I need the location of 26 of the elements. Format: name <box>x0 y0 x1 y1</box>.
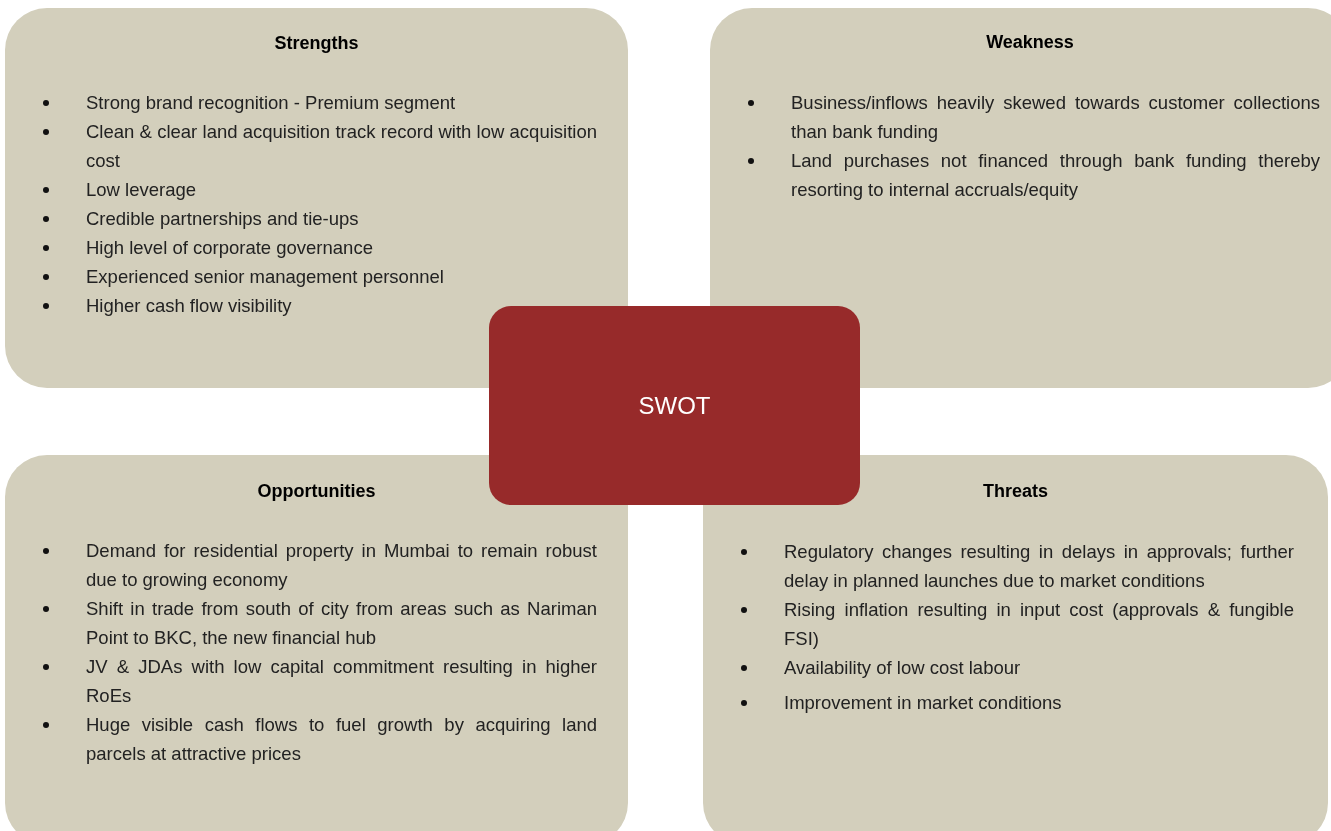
bullet-item: Credible partnerships and tie-ups <box>5 204 597 233</box>
bullet-item: Huge visible cash flows to fuel growth by acquiring land parcels at attractive prices <box>5 710 597 768</box>
quadrant-heading: Weakness <box>986 32 1074 53</box>
quadrant-card <box>5 8 628 388</box>
bullet-item: Shift in trade from south of city from areas such as Nariman Point to BKC, the new financial hub <box>5 594 597 652</box>
bullet-item: Improvement in market conditions <box>703 688 1294 717</box>
bullet-item: Availability of low cost labour <box>703 653 1294 682</box>
bullet-item: Business/inflows heavily skewed towards customer collections than bank funding <box>710 88 1320 146</box>
quadrant-card <box>703 455 1328 831</box>
quadrant-heading: Strengths <box>274 33 359 54</box>
bullet-item: Land purchases not financed through bank funding thereby resorting to internal accruals/equity <box>710 146 1320 204</box>
bullet-item: High level of corporate governance <box>5 233 597 262</box>
bullet-item: Regulatory changes resulting in delays in approvals; further delay in planned launches due to market conditions <box>703 537 1294 595</box>
quadrant-card <box>710 8 1331 388</box>
bullet-item: Demand for residential property in Mumbai to remain robust due to growing economy <box>5 536 597 594</box>
bullet-item: Low leverage <box>5 175 597 204</box>
center-box <box>489 306 860 505</box>
center-label: SWOT <box>638 391 711 420</box>
quadrant-card <box>5 455 628 831</box>
bullet-item: Rising inflation resulting in input cost (approvals & fungible FSI) <box>703 595 1294 653</box>
bullet-item: Experienced senior management personnel <box>5 262 597 291</box>
bullet-item: Clean & clear land acquisition track record with low acquisition cost <box>5 117 597 175</box>
bullet-item: JV & JDAs with low capital commitment resulting in higher RoEs <box>5 652 597 710</box>
quadrant-heading: Opportunities <box>257 481 376 502</box>
bullet-item: Strong brand recognition - Premium segment <box>5 88 597 117</box>
quadrant-heading: Threats <box>983 481 1048 502</box>
